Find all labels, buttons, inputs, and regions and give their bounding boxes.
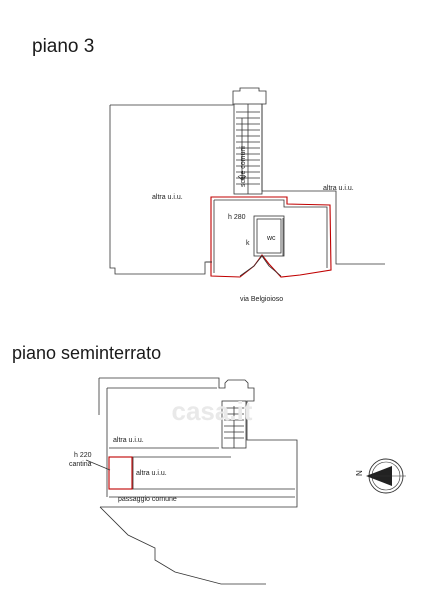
height-label: h 280: [228, 214, 246, 221]
watermark-logo: casa.it: [172, 396, 253, 426]
other-unit-left-label: altra u.i.u.: [152, 194, 183, 201]
basement-height-label: h 220: [74, 452, 92, 459]
basement-plan: altra u.i.u. altra u.i.u. h 220 cantina …: [69, 377, 298, 585]
north-compass-icon: N: [355, 458, 406, 494]
floor3-title: piano 3: [32, 36, 95, 57]
other-unit-right-label: altra u.i.u.: [323, 185, 354, 192]
basement-other-top-label: altra u.i.u.: [113, 437, 144, 444]
stairwell: [233, 103, 263, 195]
basement-title: piano seminterrato: [12, 343, 162, 363]
basement-outline: [98, 377, 298, 508]
floor3-outline: [109, 87, 385, 275]
cellar-label: cantina: [69, 461, 92, 468]
passage-label: passaggio comune: [118, 496, 177, 503]
wc-room: [253, 215, 285, 257]
cellar-outline: [108, 456, 133, 490]
stairs-label: scale comuni: [240, 146, 247, 187]
kitchen-label: k: [246, 240, 250, 247]
wc-label: wc: [266, 235, 276, 242]
basement-stairwell: [221, 400, 247, 449]
north-label: N: [355, 470, 364, 476]
floor3-plan: scale comuni altra u.i.u. altra u.i.u. h…: [109, 87, 385, 303]
street-label: via Belgioioso: [240, 296, 283, 303]
basement-other-mid-label: altra u.i.u.: [136, 470, 167, 477]
floor3-unit-outline: [210, 196, 332, 278]
